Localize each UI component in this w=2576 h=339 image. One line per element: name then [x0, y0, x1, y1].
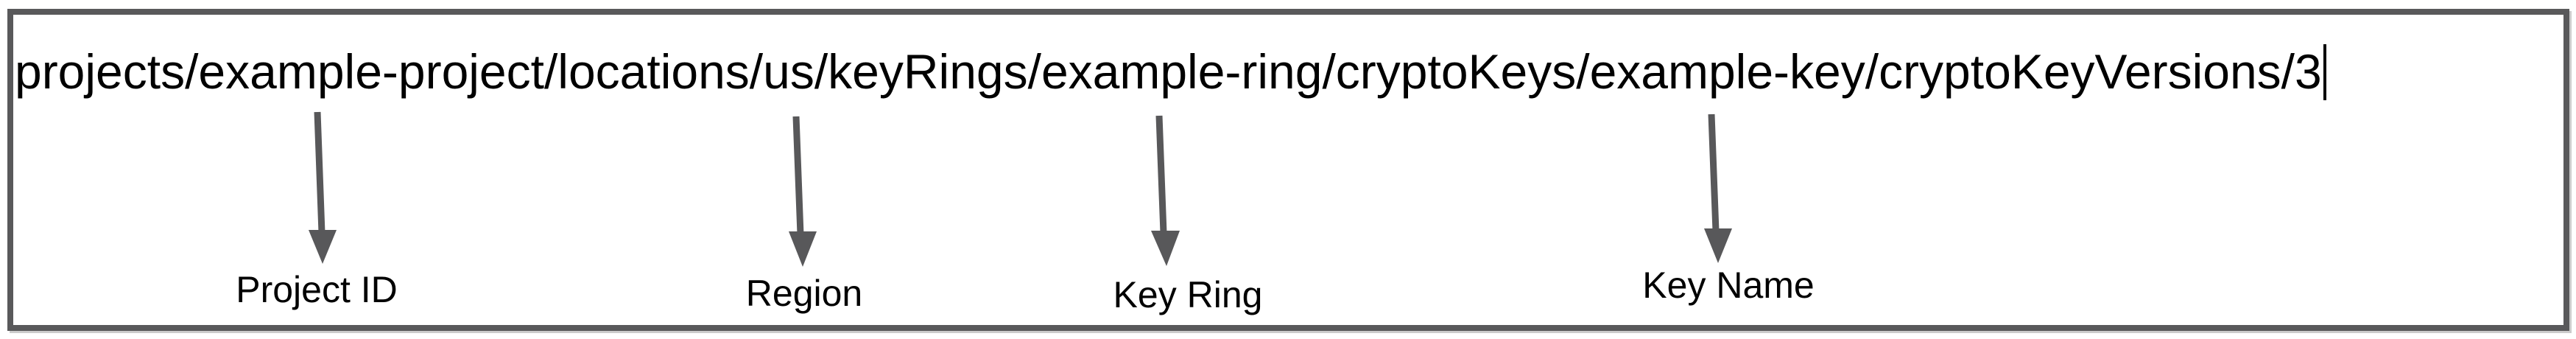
resource-path-text[interactable]: projects/example-project/locations/us/ke… — [15, 43, 2326, 100]
resource-path-value: projects/example-project/locations/us/ke… — [15, 44, 2322, 99]
text-cursor-icon — [2323, 44, 2326, 100]
key-name-label: Key Name — [1642, 265, 1815, 306]
key-ring-label: Key Ring — [1113, 274, 1263, 315]
region-label: Region — [745, 273, 863, 314]
resource-path-field[interactable] — [7, 9, 2569, 331]
project-id-label: Project ID — [236, 269, 398, 310]
